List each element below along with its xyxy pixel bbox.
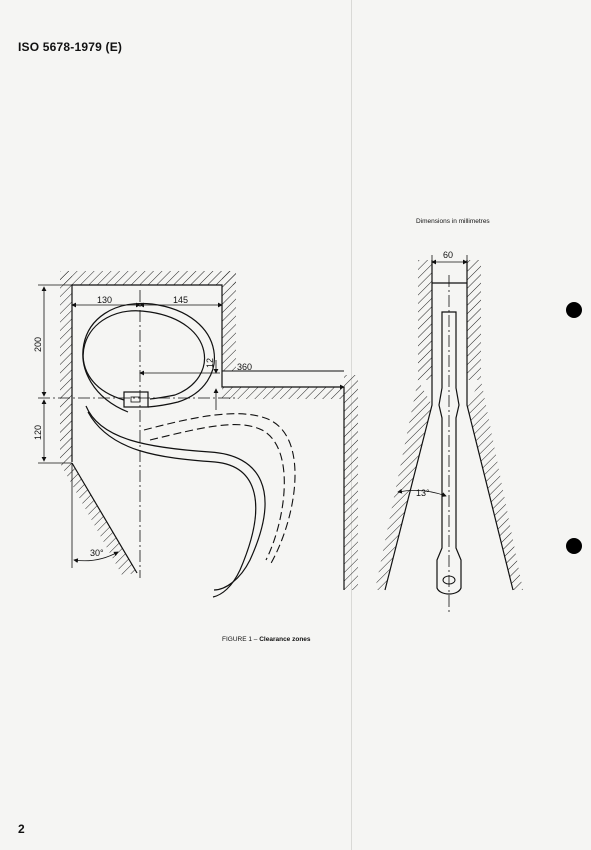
- dimensions-note: Dimensions in millimetres: [416, 218, 490, 225]
- angle-30-label: 30°: [90, 548, 104, 558]
- dim-360-label: 360: [237, 362, 252, 372]
- dim-130-label: 130: [97, 295, 112, 305]
- dim-12-label: 12: [205, 358, 215, 368]
- caption-title: Clearance zones: [259, 636, 311, 643]
- caption-prefix: FIGURE 1 –: [222, 636, 260, 643]
- angle-13-label: 13°: [416, 488, 430, 498]
- wall-hatching: [60, 271, 358, 590]
- dim-145-label: 145: [173, 295, 188, 305]
- page-number: 2: [18, 822, 25, 836]
- jaw-block: [123, 391, 149, 408]
- punch-hole-bottom: [566, 538, 582, 554]
- document-code: ISO 5678-1979 (E): [18, 40, 123, 54]
- clearance-outline: [71, 284, 345, 590]
- front-view: 60 13°: [375, 250, 523, 612]
- curved-body-inner: [82, 302, 215, 413]
- dim-120-label: 120: [33, 425, 43, 440]
- dimension-lines: [38, 284, 345, 568]
- tail-solid: [85, 405, 266, 591]
- figure-caption: FIGURE 1 – Clearance zones: [222, 636, 311, 643]
- front-wall-hatching: [375, 260, 523, 590]
- shank: [436, 311, 462, 595]
- curved-body-outer: [82, 310, 206, 401]
- side-view: 130 145 200 120 12 360 30°: [33, 271, 358, 598]
- dim-200-label: 200: [33, 337, 43, 352]
- dim-60-label: 60: [443, 250, 453, 260]
- punch-hole-top: [566, 302, 582, 318]
